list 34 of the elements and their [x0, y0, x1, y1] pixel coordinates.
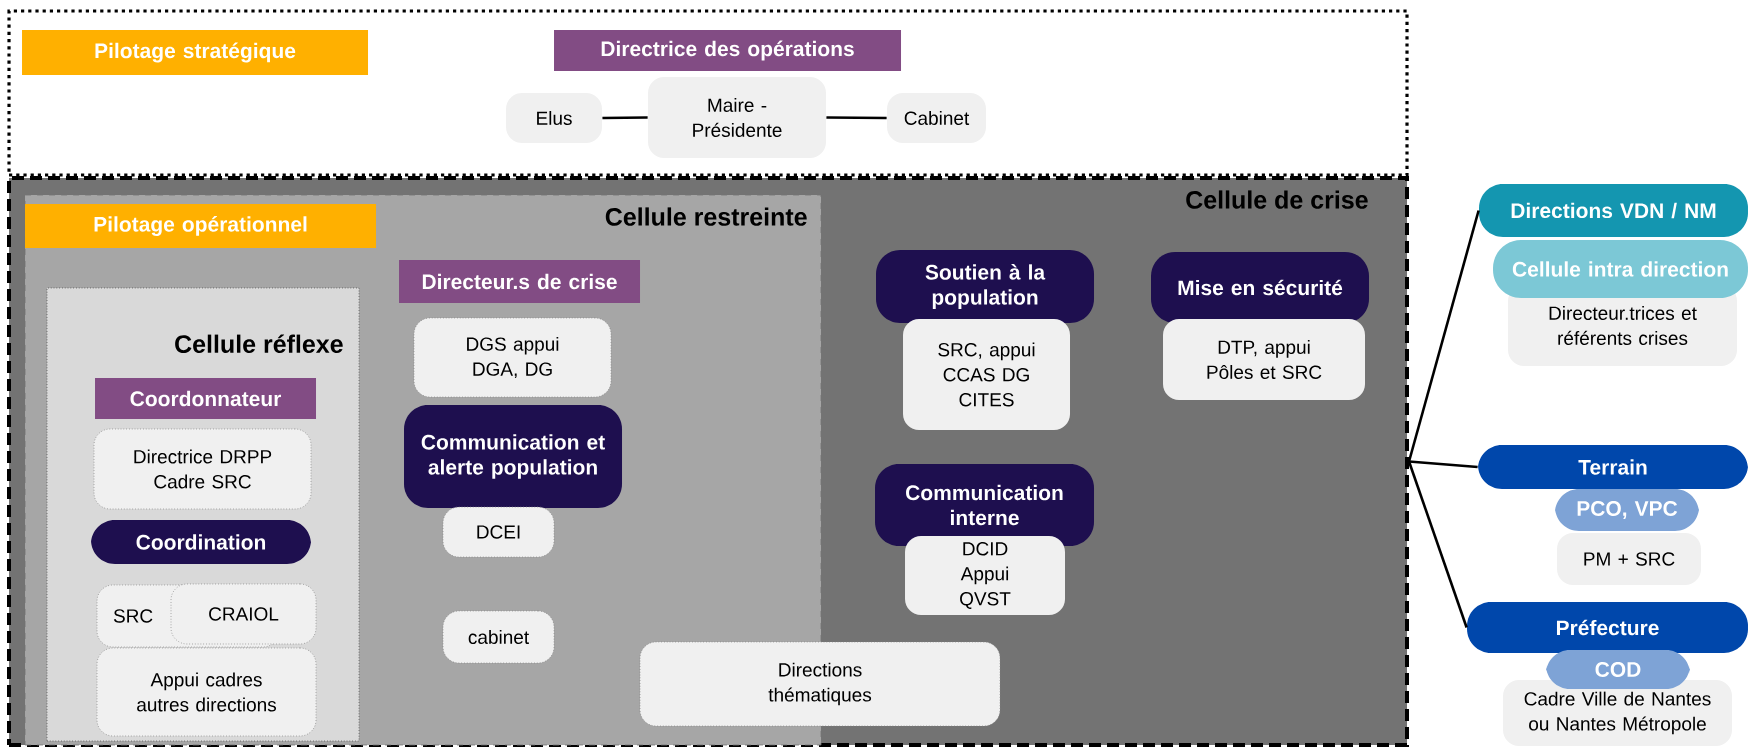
section-banner: Pilotage stratégique: [22, 30, 368, 75]
role-pill: COD: [1546, 650, 1690, 689]
info-box: Cabinet: [887, 93, 986, 143]
role-pill: Soutien à la population: [876, 250, 1094, 323]
section-banner: Pilotage opérationnel: [25, 204, 376, 248]
connector-line: [826, 116, 887, 120]
info-box: DCEI: [442, 506, 555, 558]
role-banner: Coordonnateur: [95, 378, 316, 419]
role-pill: Cellule intra direction: [1493, 240, 1748, 298]
role-pill: PCO, VPC: [1555, 489, 1699, 531]
info-box: Maire - Présidente: [648, 77, 826, 158]
connector-line: [1407, 461, 1468, 628]
info-box: cabinet: [442, 610, 555, 664]
role-banner: Directeur.s de crise: [399, 260, 640, 303]
info-box: SRC, appui CCAS DG CITES: [903, 319, 1070, 430]
info-box: PM + SRC: [1557, 533, 1701, 585]
role-banner: Directrice des opérations: [554, 30, 901, 71]
connector-line: [1408, 460, 1478, 469]
info-box: DTP, appui Pôles et SRC: [1163, 319, 1365, 400]
info-box: Directions thématiques: [639, 641, 1001, 727]
role-pill: Préfecture: [1467, 602, 1748, 653]
info-box: CRAIOL: [170, 583, 317, 645]
info-box: Appui cadres autres directions: [96, 647, 317, 737]
info-box: Cadre Ville de Nantes ou Nantes Métropole: [1503, 680, 1732, 746]
role-pill: Directions VDN / NM: [1479, 184, 1748, 237]
info-box: DGS appui DGA, DG: [413, 317, 612, 398]
role-pill: Communication et alerte population: [404, 405, 622, 508]
connector-line: [602, 116, 648, 120]
role-pill: Coordination: [91, 520, 311, 564]
info-box: Directrice DRPP Cadre SRC: [93, 428, 312, 510]
info-box: Elus: [506, 93, 602, 143]
role-pill: Terrain: [1478, 445, 1748, 489]
connector-line: [1407, 210, 1480, 462]
info-box: DCID Appui QVST: [905, 536, 1065, 615]
